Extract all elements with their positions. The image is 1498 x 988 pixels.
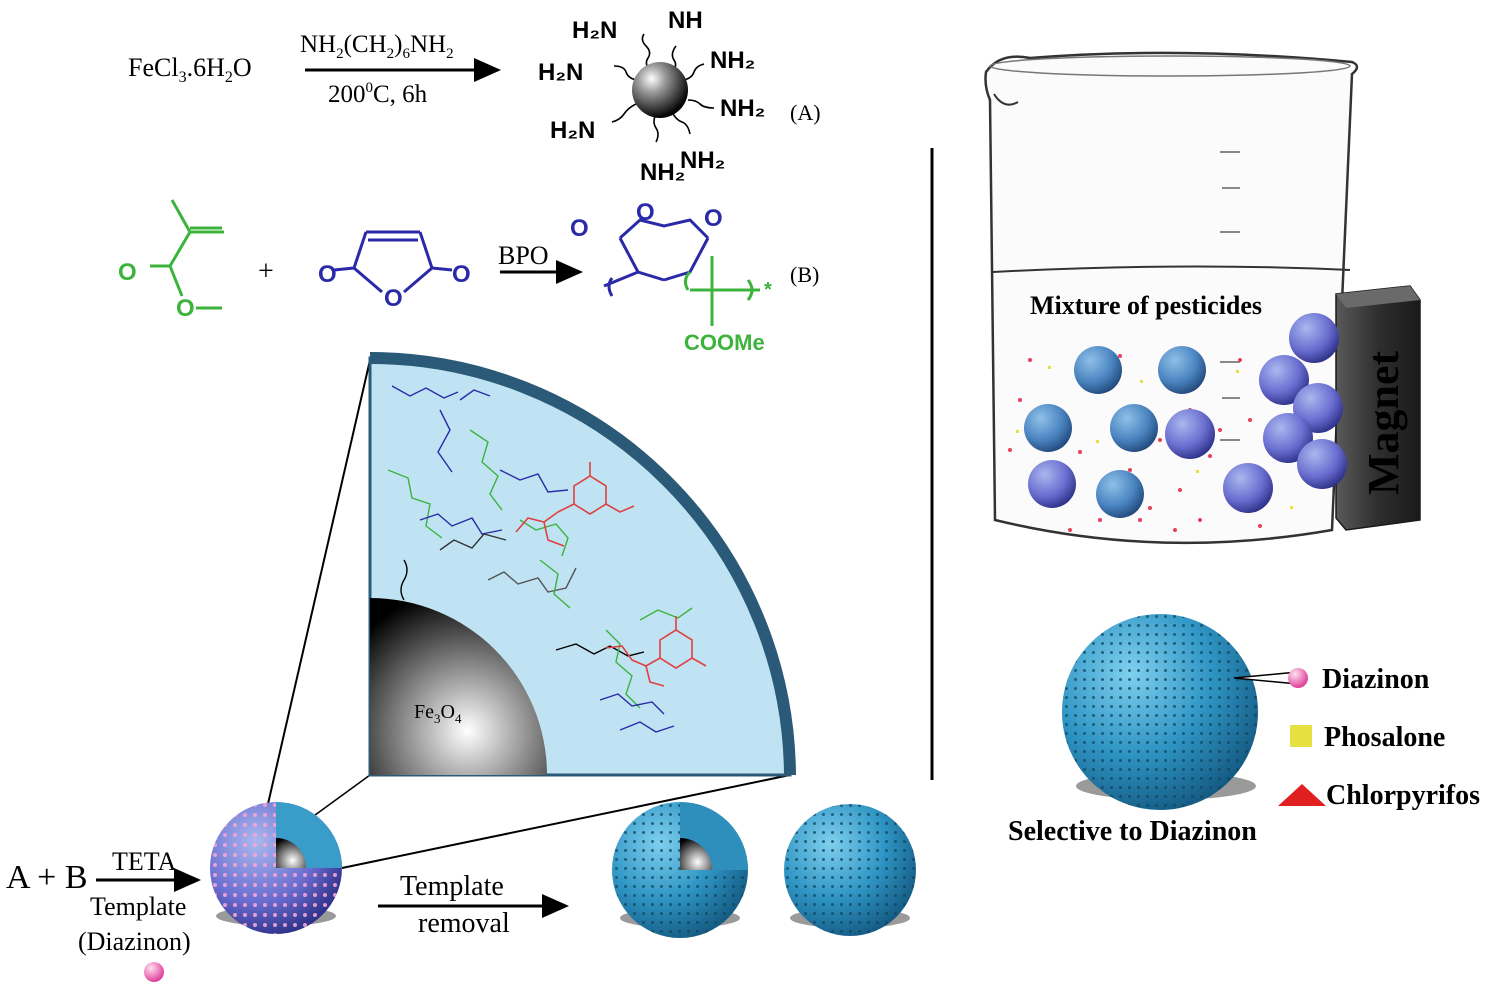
anhydride-oxygen-label: O (384, 285, 403, 312)
copolymer-coome-label: COOMe (684, 330, 765, 355)
methyl-methacrylate-structure (150, 199, 224, 310)
copolymer-oxygen-label: O (570, 215, 589, 242)
particle-cutaway-core (680, 838, 712, 870)
copolymer-methacrylate-unit (683, 256, 760, 326)
selective-caption: Selective to Diazinon (1008, 816, 1257, 847)
step-template-label: Template (400, 871, 504, 902)
legend-diazinon-icon (1288, 668, 1308, 688)
chain-end-marker: * (764, 279, 772, 301)
amine-label: H₂N (550, 117, 595, 144)
magnet-label: Magnet (1359, 350, 1408, 495)
selective-sphere-cavities (1062, 614, 1258, 810)
template-diazinon-label: (Diazinon) (78, 927, 191, 956)
amine-label: NH₂ (640, 159, 685, 186)
magnetic-separation: Mixture of pesticides (984, 51, 1421, 545)
zoom-wedge-rim (369, 352, 796, 776)
reagent-teta: TETA (112, 847, 177, 876)
legend-phosalone-icon (1290, 725, 1312, 747)
diazinon-template-icon (144, 962, 164, 982)
reaction-b: O O + O O O BPO O O O (118, 199, 819, 355)
copolymer-oxygen-label: O (636, 199, 655, 226)
beaker (984, 51, 1359, 545)
fe3o4-label: Fe3O4 (414, 701, 462, 726)
legend-diazinon-label: Diazinon (1322, 664, 1430, 695)
inputs-a-plus-b: A + B (6, 859, 88, 896)
amine-label: H₂N (572, 17, 617, 44)
synthesis-row: A + B TETA Template (Diazinon) Template … (6, 802, 916, 982)
step-removal-label: removal (418, 908, 510, 939)
amine-label: NH₂ (680, 147, 725, 174)
mixture-label: Mixture of pesticides (1030, 291, 1262, 320)
reagent-bpo: BPO (498, 241, 549, 270)
amine-label: NH (668, 7, 703, 34)
legend-phosalone-label: Phosalone (1324, 722, 1445, 753)
reaction-a: FeCl3.6H2O NH2(CH2)6NH2 2000C, 6h H₂N NH… (128, 7, 821, 186)
template-label: Template (90, 892, 186, 921)
beaker-rim (989, 55, 1351, 77)
amine-labels: H₂N NH NH₂ H₂N NH₂ H₂N NH₂ NH₂ (538, 7, 765, 186)
liquid-surface (992, 265, 1351, 273)
copolymer-anhydride-unit (603, 218, 710, 297)
zoom-line-right (341, 774, 791, 869)
beaker-spout (993, 93, 1019, 106)
legend-chlorpyrifos-icon (1278, 784, 1326, 806)
copolymer-oxygen-label: O (704, 205, 723, 232)
polymer-network (387, 385, 693, 733)
zoom-line-left (261, 359, 371, 831)
ester-oxygen-label: O (176, 295, 195, 322)
imprinted-spheres-in-solution (1024, 346, 1273, 518)
cavity-dots-overlay (784, 804, 916, 936)
reaction-a-conditions: 2000C, 6h (328, 80, 428, 108)
reactant-fecl3: FeCl3.6H2O (128, 53, 252, 86)
diazinon-template-molecule (515, 462, 707, 687)
amine-label: NH₂ (720, 95, 765, 122)
particle-cutaway-core (276, 838, 306, 868)
anhydride-oxygen-label: O (318, 261, 337, 288)
fe3o4-core (370, 598, 547, 775)
zoom-panel: Fe3O4 (261, 352, 796, 869)
anhydride-oxygen-label: O (452, 261, 471, 288)
magnet: Magnet (1335, 285, 1421, 531)
legend: Diazinon Phosalone Chlorpyrifos Selectiv… (1008, 614, 1480, 847)
beaker-graduations (1220, 151, 1240, 441)
amine-label: H₂N (538, 59, 583, 86)
product-label-b: (B) (790, 262, 819, 287)
maleic-anhydride-structure (333, 230, 453, 294)
plus-sign: + (258, 256, 274, 287)
amine-label: NH₂ (710, 47, 755, 74)
spheres-at-magnet (1259, 313, 1347, 489)
iron-oxide-core-icon (632, 62, 688, 118)
reagent-hexanediamine: NH2(CH2)6NH2 (300, 31, 454, 62)
ester-oxygen-label: O (118, 259, 137, 286)
legend-chlorpyrifos-label: Chlorpyrifos (1326, 780, 1480, 811)
product-label-a: (A) (790, 100, 821, 125)
